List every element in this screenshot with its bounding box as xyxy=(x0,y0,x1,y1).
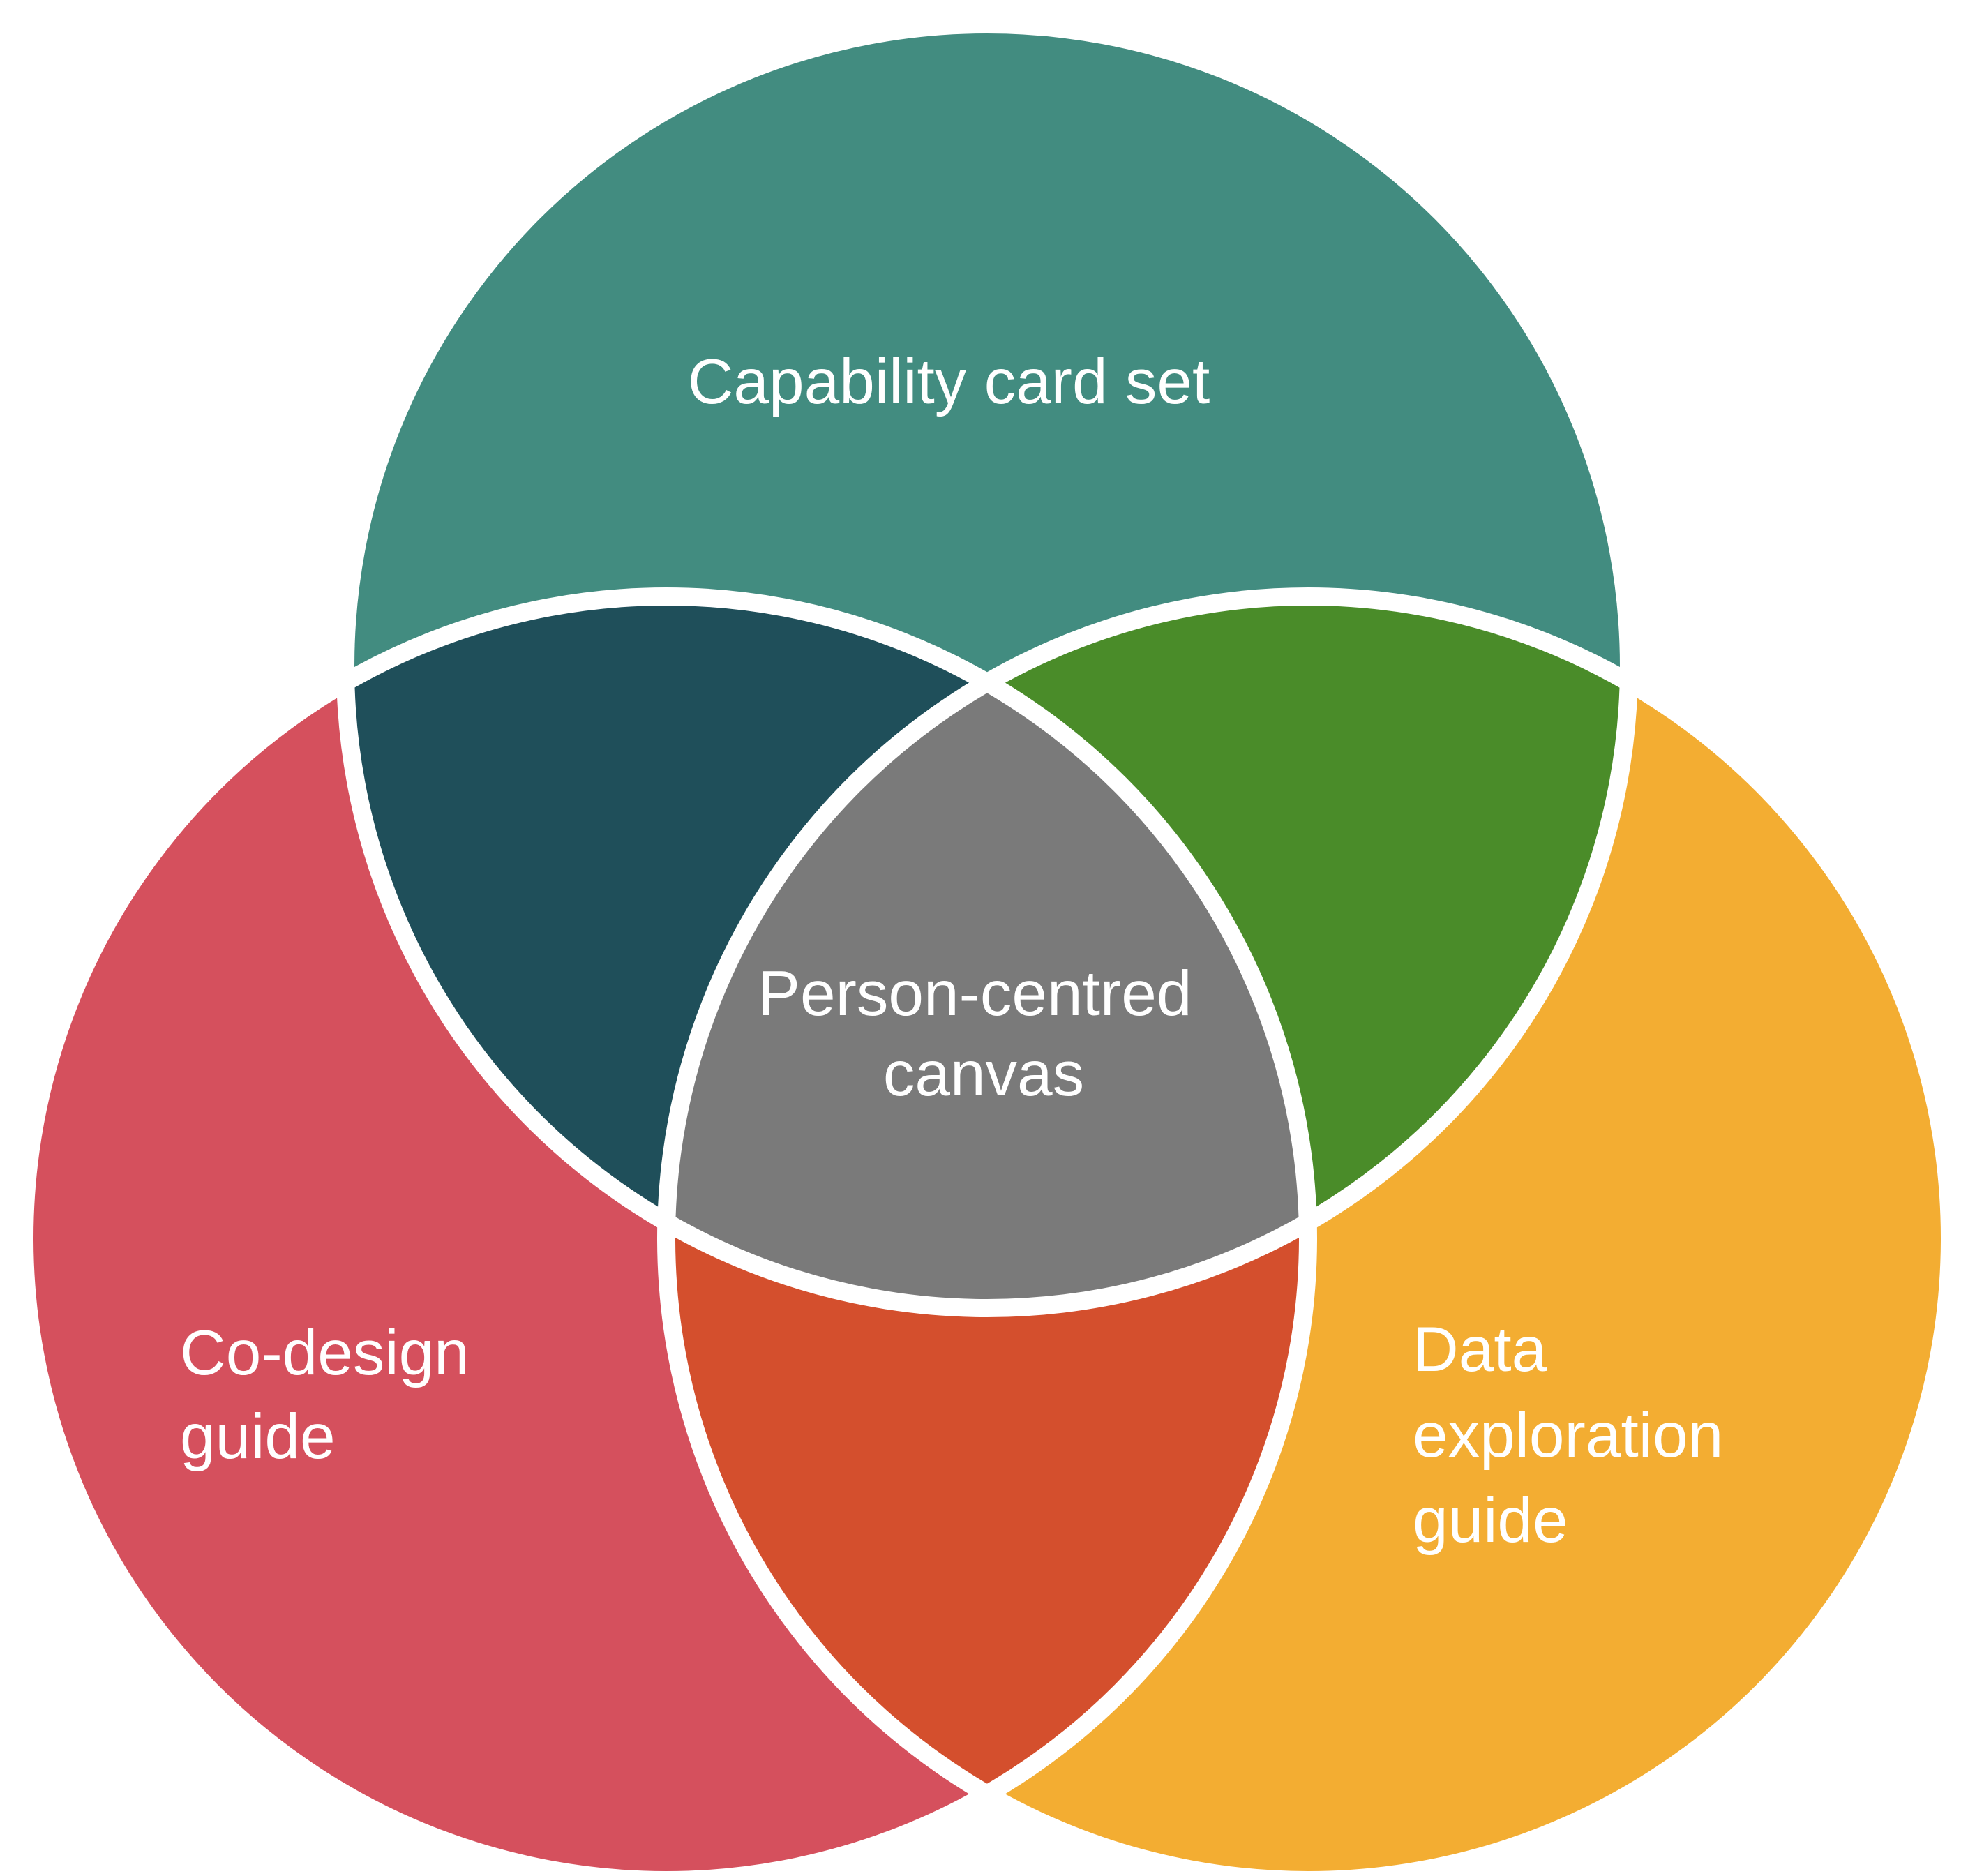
overlap-center-region xyxy=(666,596,1308,1308)
set-left-outline xyxy=(15,587,1317,1876)
overlap-center-label: Person-centred canvas xyxy=(758,959,1209,1109)
set-top-label: Capability card set xyxy=(688,347,1210,417)
set-left-label: Co-design guide xyxy=(180,1318,487,1472)
set-right-label: Data exploration guide xyxy=(1413,1314,1741,1556)
set-right-outline xyxy=(657,587,1959,1876)
set-top-outline xyxy=(336,15,1638,1317)
